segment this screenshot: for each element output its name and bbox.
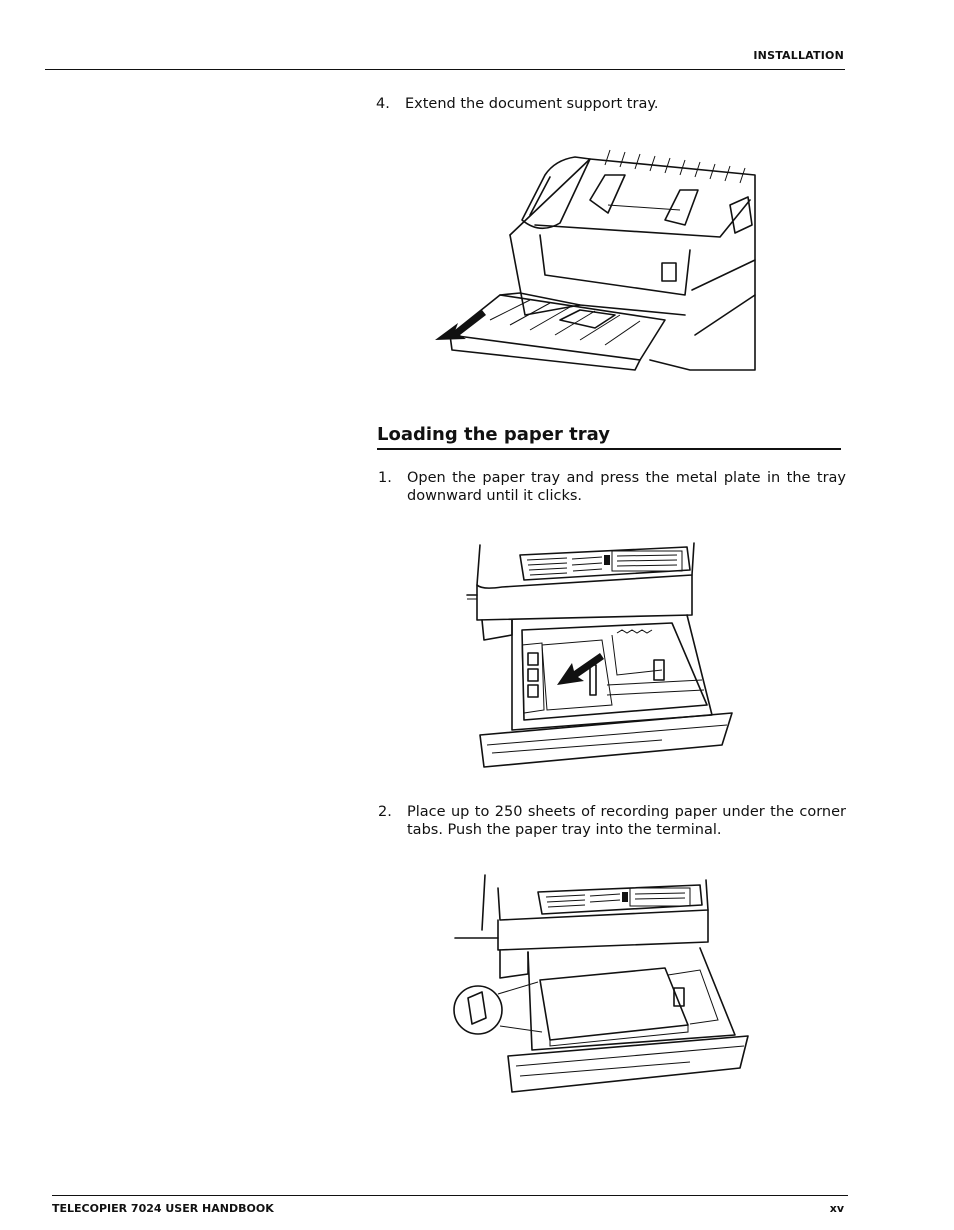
step-number: 1. [378, 470, 392, 486]
paper-tray-loaded-illustration [453, 874, 749, 1093]
document-tray-illustration [435, 149, 756, 371]
step-number: 2. [378, 804, 392, 820]
step-text: Open the paper tray and press the metal … [407, 470, 846, 504]
step-text: Place up to 250 sheets of recording pape… [407, 804, 846, 838]
section-title: Loading the paper tray [377, 424, 610, 445]
step-text: Extend the document support tray. [405, 96, 659, 112]
step-load-paper: 2. Place up to 250 sheets of recording p… [378, 803, 846, 841]
header-rule [45, 69, 845, 70]
section-title-rule [377, 448, 841, 450]
step-extend-tray: 4. Extend the document support tray. [376, 95, 846, 115]
step-number: 4. [376, 96, 390, 112]
footer-rule [52, 1195, 848, 1196]
step-open-tray: 1. Open the paper tray and press the met… [378, 469, 846, 507]
footer-page-number: xv [829, 1202, 844, 1215]
section-header-label: INSTALLATION [753, 49, 844, 62]
paper-tray-open-illustration [466, 542, 733, 768]
footer-book-title: TELECOPIER 7024 USER HANDBOOK [52, 1202, 274, 1215]
